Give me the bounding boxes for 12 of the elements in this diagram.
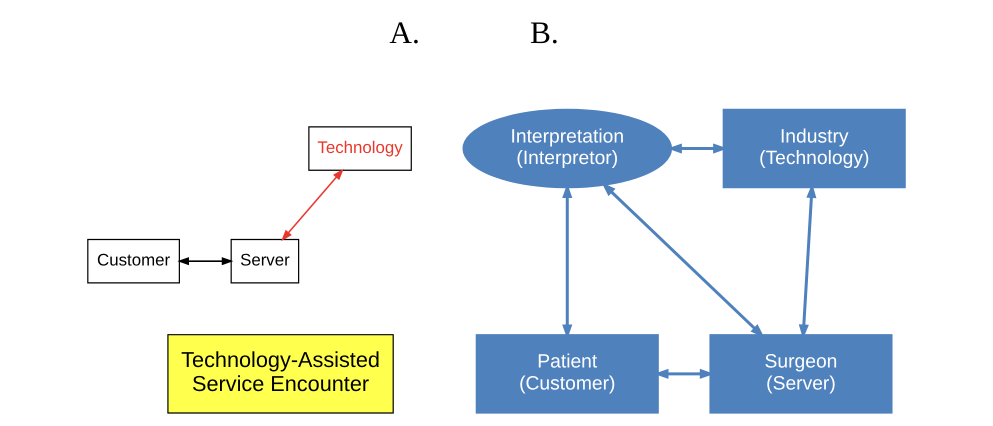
node-box: Customer bbox=[87, 238, 180, 284]
label: A. bbox=[389, 14, 420, 50]
arrow bbox=[177, 257, 234, 266]
node-ellipse: Interpretation (Interpretor) bbox=[462, 108, 672, 188]
node-box: Server bbox=[230, 238, 300, 284]
node-box: Technology-Assisted Service Encounter bbox=[167, 334, 394, 414]
arrow bbox=[281, 168, 344, 242]
node-box: Industry (Technology) bbox=[722, 108, 906, 188]
node-box: Patient (Customer) bbox=[476, 334, 659, 414]
node-box: Surgeon (Server) bbox=[709, 334, 893, 414]
label: B. bbox=[530, 14, 559, 50]
node-box: Technology bbox=[308, 126, 412, 171]
